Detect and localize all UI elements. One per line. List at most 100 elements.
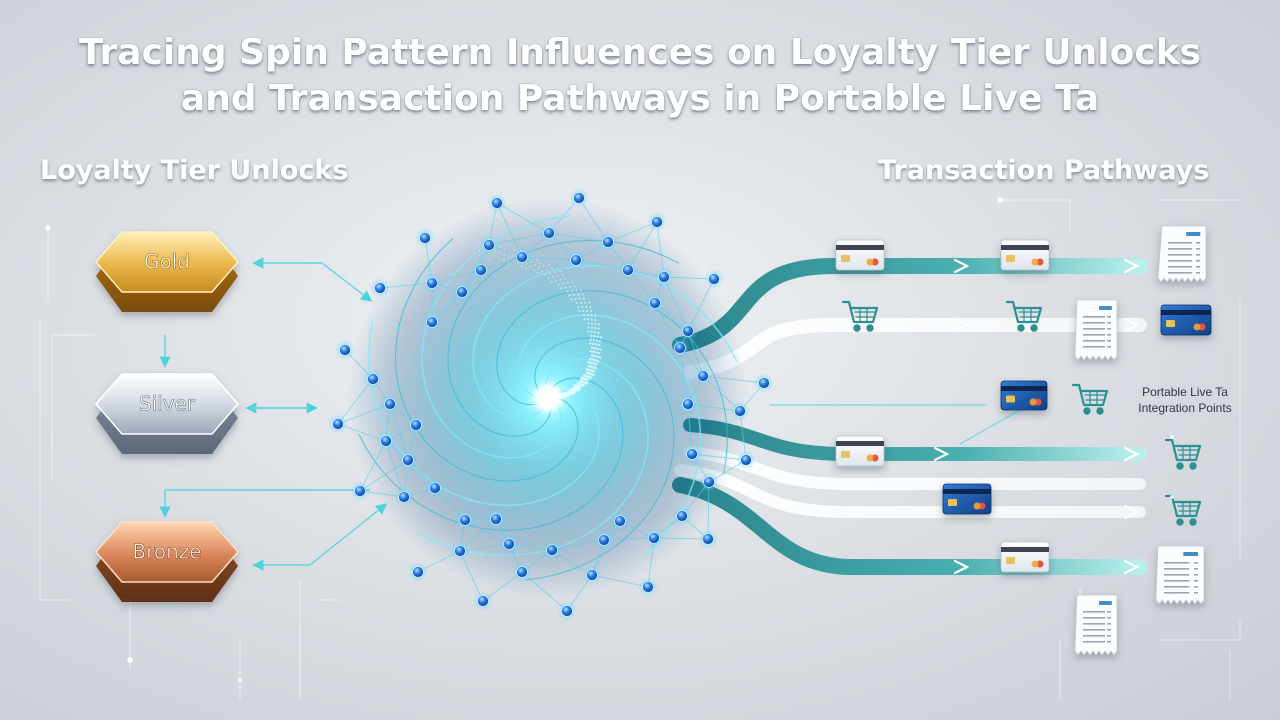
network-node xyxy=(491,197,503,209)
vortex-spark xyxy=(503,254,505,256)
vortex-spark xyxy=(452,253,454,256)
vortex-spark xyxy=(573,285,576,288)
vortex-spark xyxy=(554,271,556,274)
vortex-spark xyxy=(595,339,599,342)
vortex-spark xyxy=(563,391,567,395)
vortex-spark xyxy=(597,343,601,347)
tier-gold: Gold xyxy=(95,231,239,312)
vortex-spark xyxy=(585,309,589,313)
vortex-spark xyxy=(574,297,577,300)
vortex-spark xyxy=(592,366,596,369)
vortex-spark xyxy=(590,354,594,357)
vortex-spark xyxy=(432,262,434,264)
vortex-spark xyxy=(552,276,555,279)
vortex-spark xyxy=(594,326,597,330)
vortex-spark xyxy=(575,289,578,292)
vortex-spark xyxy=(572,386,575,390)
vortex-arm xyxy=(472,264,738,419)
vortex-spark xyxy=(458,254,460,256)
card-icon xyxy=(835,239,885,271)
vortex-spark xyxy=(590,369,593,372)
network-node xyxy=(354,485,366,497)
vortex-spark xyxy=(587,322,590,325)
network-node xyxy=(648,532,660,544)
network-node xyxy=(384,398,396,410)
vortex-spark xyxy=(580,301,583,304)
vortex-spark xyxy=(478,254,481,257)
pathway-3 xyxy=(683,418,1147,461)
network-node xyxy=(734,405,746,417)
vortex-spark xyxy=(596,335,599,338)
vortex-spark xyxy=(508,256,510,259)
vortex-spark xyxy=(596,359,600,363)
receipt-icon xyxy=(1157,225,1207,283)
vortex-spark xyxy=(583,318,586,321)
network-node xyxy=(410,419,422,431)
vortex-spark xyxy=(597,323,601,326)
vortex-spark xyxy=(436,257,438,259)
network-node xyxy=(426,277,438,289)
tier-connectors xyxy=(159,257,388,571)
vortex-spark xyxy=(462,245,464,247)
vortex-spark xyxy=(587,364,591,368)
vortex-spark xyxy=(570,298,573,301)
vortex-spark xyxy=(590,334,593,337)
vortex-spark xyxy=(559,278,562,281)
vortex-spark xyxy=(590,330,593,333)
integration-note-line-2: Integration Points xyxy=(1138,401,1232,415)
network-node xyxy=(740,454,752,466)
vortex-spark xyxy=(591,373,595,377)
vortex-spark xyxy=(568,294,571,297)
network-node xyxy=(614,515,626,527)
spin-pattern-vortex xyxy=(328,188,774,621)
vortex-spark xyxy=(590,314,593,317)
vortex-arm xyxy=(525,337,675,581)
receipt-icon xyxy=(1155,545,1205,605)
tier-bronze: Bronze xyxy=(95,521,239,602)
vortex-spark xyxy=(580,376,584,380)
vortex-spark xyxy=(555,279,558,282)
vortex-spark xyxy=(592,338,596,342)
vortex-spark xyxy=(594,343,598,346)
vortex-spark xyxy=(592,369,595,373)
network-node xyxy=(475,264,487,276)
network-node xyxy=(651,216,663,228)
vortex-spark xyxy=(593,354,596,358)
spark-markers xyxy=(238,435,1174,682)
vortex-spark xyxy=(589,357,592,361)
network-node xyxy=(339,344,351,356)
vortex-spark xyxy=(594,314,597,317)
network-node xyxy=(697,370,709,382)
vortex-spark xyxy=(596,355,599,359)
vortex-spark xyxy=(594,322,597,326)
vortex-spark xyxy=(544,273,547,276)
vortex-spark xyxy=(594,358,597,362)
vortex-spark xyxy=(577,293,580,296)
network-node xyxy=(490,513,502,525)
vortex-spark xyxy=(566,290,569,293)
network-node xyxy=(374,282,386,294)
network-node xyxy=(682,325,694,337)
network-node xyxy=(573,192,585,204)
vortex-spark xyxy=(590,365,593,369)
network-node xyxy=(454,545,466,557)
vortex-spark xyxy=(571,289,574,292)
vortex-spark xyxy=(587,375,590,379)
vortex-spark xyxy=(593,334,596,338)
vortex-spark xyxy=(498,252,501,254)
network-node xyxy=(503,538,515,550)
network-node xyxy=(682,398,694,410)
tier-gold-label: Gold xyxy=(144,250,190,274)
transaction-pathways-heading: Transaction Pathways xyxy=(878,155,1210,186)
network-node xyxy=(398,491,410,503)
network-node xyxy=(516,251,528,263)
vortex-spark xyxy=(557,275,559,277)
pathway-2 xyxy=(683,318,1147,379)
vortex-spark xyxy=(578,297,581,300)
vortex-spark xyxy=(581,305,584,308)
vortex-core xyxy=(534,384,562,412)
vortex-spark xyxy=(597,327,600,330)
integration-points-note: Portable Live Ta Integration Points xyxy=(1110,384,1260,416)
network-node xyxy=(483,239,495,251)
network-node xyxy=(456,286,468,298)
